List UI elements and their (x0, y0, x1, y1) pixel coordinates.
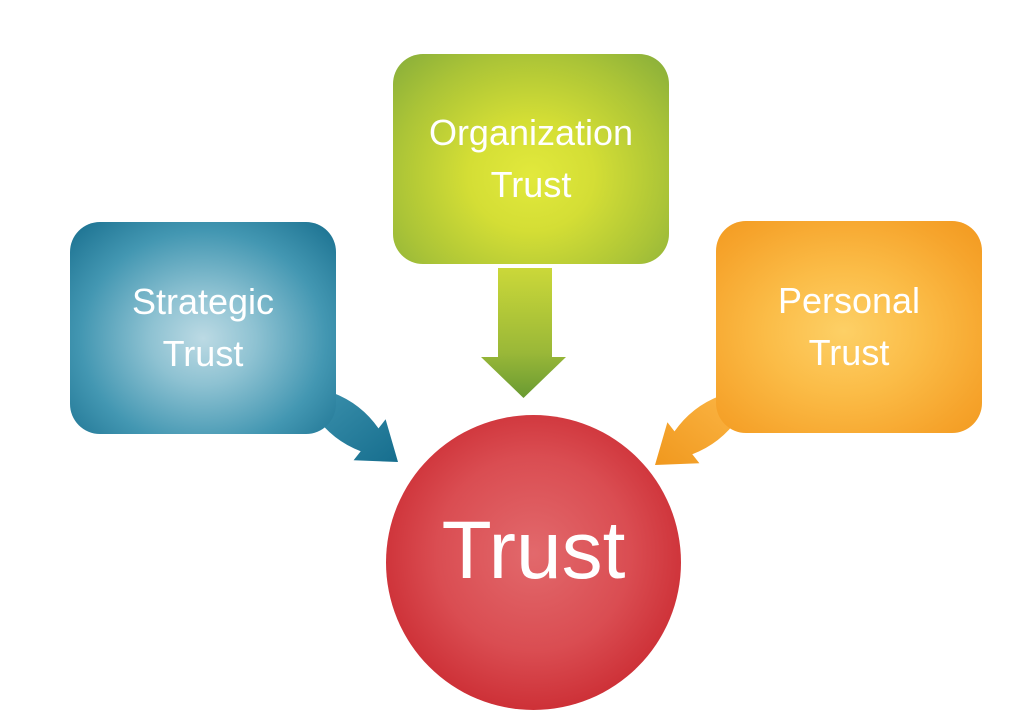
label-line: Strategic (131, 280, 275, 322)
box-organization-trust-label: Organization Trust (429, 107, 633, 211)
box-strategic-trust: Strategic Trust (70, 222, 336, 434)
label-line: Trust (490, 164, 572, 205)
label-line: Trust (808, 332, 890, 373)
strategic-arrow-icon (315, 392, 398, 462)
center-node-trust: Trust (386, 415, 681, 710)
box-personal-trust: Personal Trust (716, 221, 982, 433)
label-line: Trust (162, 333, 244, 374)
box-strategic-trust-label: Strategic Trust (132, 276, 274, 380)
box-organization-trust: Organization Trust (393, 54, 669, 264)
center-node-trust-label: Trust (441, 504, 626, 596)
label-line: Organization (428, 111, 634, 153)
organization-arrow-icon (481, 268, 566, 398)
box-personal-trust-label: Personal Trust (778, 275, 920, 379)
label-line: Personal (777, 279, 921, 321)
